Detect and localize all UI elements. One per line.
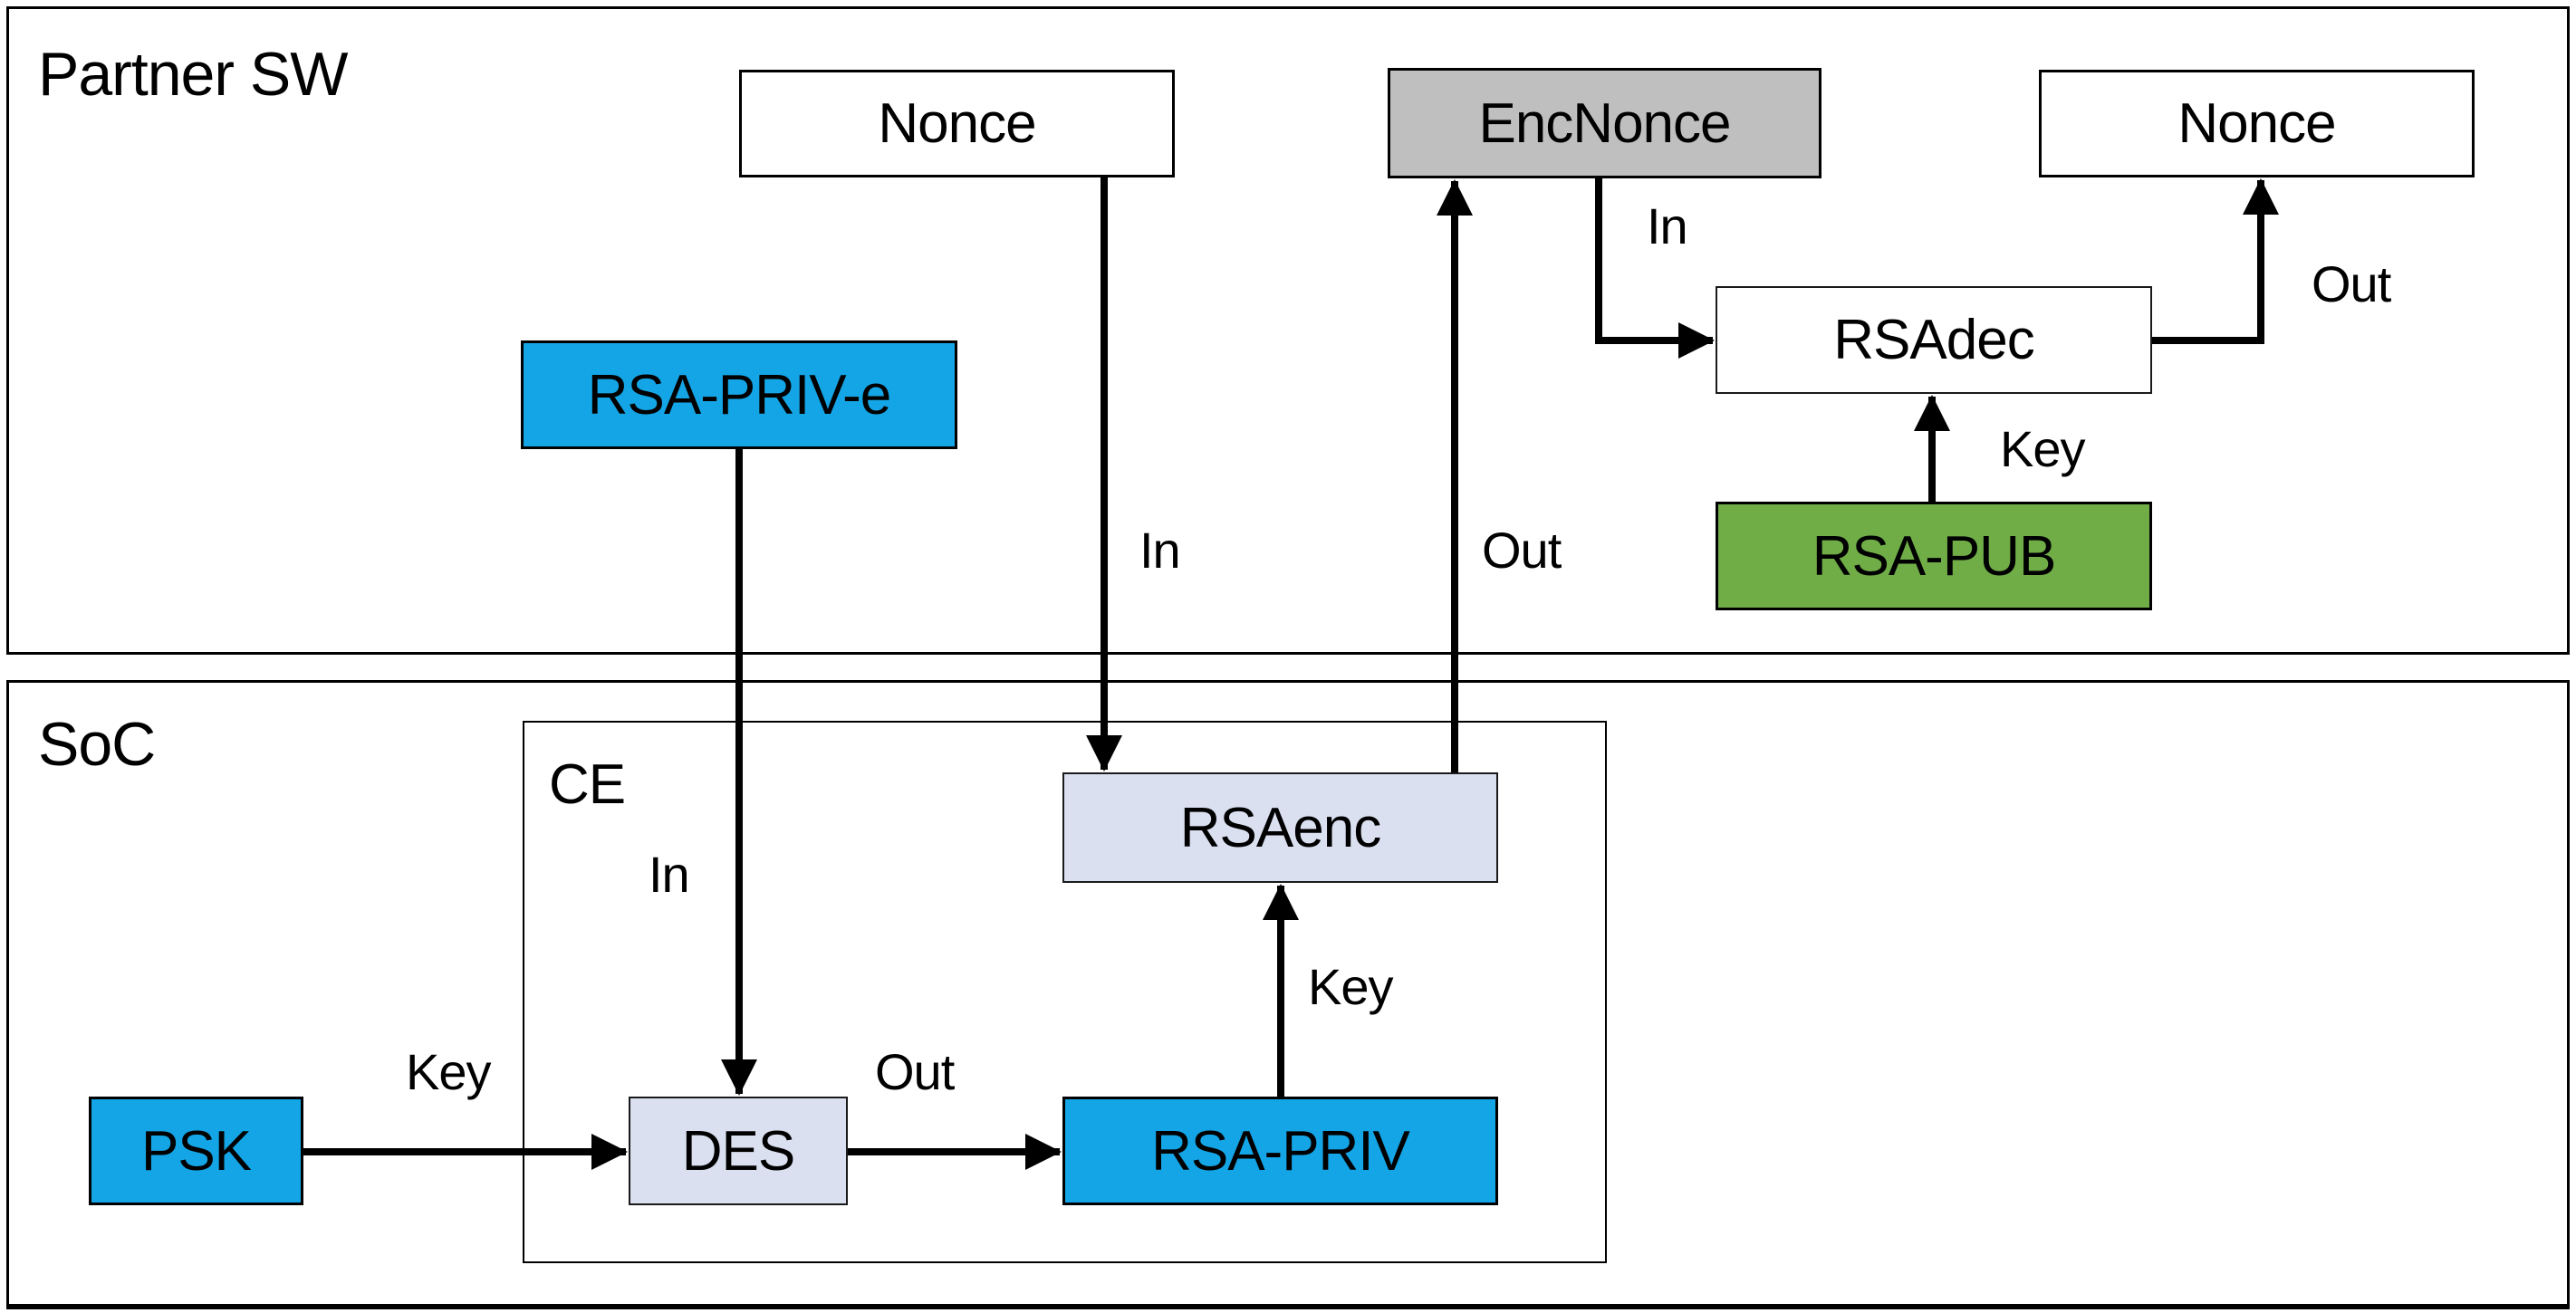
edge-label-out-rsaenc-encnonce: Out — [1482, 522, 1562, 579]
node-rsa-priv-e: RSA-PRIV-e — [521, 340, 957, 449]
node-nonce-source: Nonce — [739, 70, 1175, 177]
node-rsadec: RSAdec — [1716, 286, 2152, 394]
node-rsaenc: RSAenc — [1062, 772, 1498, 883]
node-nonce-result: Nonce — [2039, 70, 2475, 177]
node-encnonce: EncNonce — [1388, 68, 1821, 178]
edge-label-out-rsadec-nonce: Out — [2312, 255, 2391, 312]
edge-label-in-encnonce-rsadec: In — [1647, 197, 1688, 254]
edge-label-key-rsapub-rsadec: Key — [2000, 420, 2085, 477]
node-des: DES — [629, 1097, 848, 1205]
soc-container — [6, 680, 2570, 1309]
node-rsa-priv: RSA-PRIV — [1062, 1097, 1498, 1205]
partner-sw-label: Partner SW — [38, 40, 348, 109]
ce-label: CE — [549, 753, 626, 816]
node-rsa-pub: RSA-PUB — [1716, 502, 2152, 610]
edge-label-key-rsapriv-rsaenc: Key — [1308, 958, 1393, 1015]
edge-label-out-des-rsapriv: Out — [875, 1043, 955, 1100]
node-psk: PSK — [89, 1097, 303, 1205]
edge-label-in-nonce-rsaenc: In — [1139, 522, 1181, 579]
ce-container — [523, 721, 1607, 1263]
edge-label-key-psk-des: Key — [406, 1043, 491, 1100]
soc-label: SoC — [38, 710, 156, 779]
partner-sw-container — [6, 6, 2570, 655]
edge-label-in-rsaprive-des: In — [649, 846, 690, 903]
